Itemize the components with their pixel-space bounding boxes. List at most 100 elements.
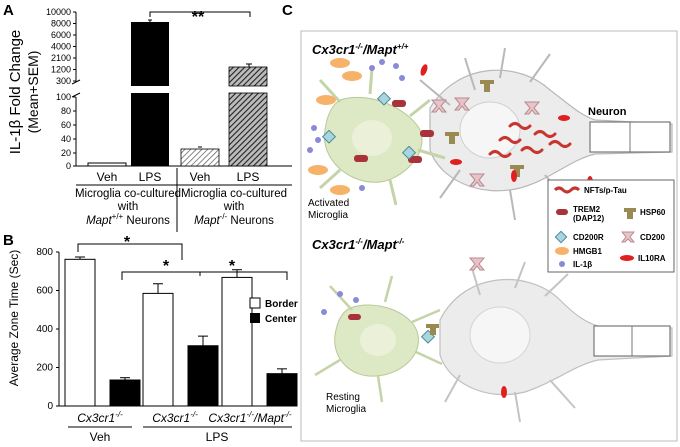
panel-a-ytick: 10000	[46, 7, 71, 17]
bottom-il1b-markers	[321, 291, 359, 315]
panel-a-bar-label-3: Veh	[190, 170, 211, 184]
hmgb1-icon	[555, 247, 569, 255]
panel-a-ytick: 80	[61, 106, 71, 116]
legend-cd200: CD200	[640, 233, 665, 242]
bar-a-lps-wt-bottom	[131, 93, 169, 166]
bar-b-border-0	[64, 258, 96, 407]
legend-hmgb1: HMGB1	[573, 247, 602, 256]
panel-c-diagram: Cx3cr1-/-/Mapt+/+ Neuron Activated Micro…	[300, 30, 678, 442]
resting-label-2: Microglia	[326, 404, 366, 415]
bar-a-veh-ko	[180, 148, 220, 167]
panel-a-ytick: 1200	[51, 65, 71, 75]
bar-b-border-1	[142, 292, 174, 407]
panel-a-ytick: 0	[66, 161, 71, 171]
bottom-il10ra-marker	[501, 386, 507, 398]
il1b-icon	[559, 261, 565, 267]
resting-microglia	[314, 275, 443, 403]
legend-border-swatch	[249, 297, 261, 309]
bottom-neuron	[439, 261, 673, 423]
panel-a-ylabel-2: (Mean+SEM)	[25, 51, 41, 134]
panel-c-label: C	[282, 2, 293, 19]
panel-a-ytick: 20	[61, 148, 71, 158]
panel-a-group2-line1: Microglia co-cultured	[181, 188, 287, 200]
panel-b-yticks: 0 200 400 600 800	[36, 247, 59, 412]
panel-a-ytick: 8000	[51, 19, 71, 29]
bar-b-center-1	[187, 345, 219, 407]
panel-b-ytick: 400	[36, 324, 53, 335]
bar-b-center-2	[266, 373, 298, 407]
legend-hsp60: HSP60	[640, 208, 666, 217]
panel-b-ylabel: Average Zone Time (Sec)	[7, 250, 21, 387]
il10ra-icon	[620, 255, 634, 261]
legend-dap12: (DAP12)	[573, 214, 604, 223]
panel-a-group1-line2: with	[117, 201, 138, 213]
cd200-icon	[620, 231, 636, 243]
top-cd200r-markers	[321, 91, 417, 160]
panel-a-bar-label-2: LPS	[139, 170, 162, 184]
activated-microglia	[318, 67, 446, 206]
panel-b-ytick: 0	[47, 401, 53, 412]
legend-trem2: TREM2	[573, 205, 601, 214]
panel-b-ytick: 200	[36, 363, 53, 374]
top-cd200-markers	[430, 97, 541, 187]
bar-a-lps-ko-top	[228, 66, 268, 87]
top-trem2-markers	[354, 100, 434, 163]
panel-c-legend	[547, 179, 675, 273]
legend-center-swatch	[250, 313, 260, 323]
activated-label-1: Activated	[308, 198, 349, 209]
top-hsp60-markers	[445, 80, 524, 177]
panel-a-group2-line3: Mapt-/- Neurons	[194, 212, 274, 227]
legend-il10ra: IL10RA	[638, 254, 666, 263]
activated-label-2: Microglia	[308, 210, 348, 221]
neuron-label: Neuron	[588, 106, 627, 118]
panel-a-ytick: 40	[61, 134, 71, 144]
panel-c-bottom-title: Cx3cr1-/-/Mapt-/-	[312, 237, 405, 252]
panel-b-star-1: *	[124, 234, 131, 251]
panel-b-ytick: 800	[36, 247, 53, 258]
panel-a-ytick: 300	[56, 76, 71, 86]
panel-b-label: B	[3, 232, 14, 249]
trem2-icon	[556, 209, 568, 215]
panel-a-ylabel-1: IL-1β Fold Change	[7, 30, 24, 155]
top-il10ra-markers	[420, 64, 593, 188]
bottom-hsp60-marker	[426, 324, 439, 335]
bottom-trem2-marker	[348, 314, 361, 320]
panel-a-sig: **	[192, 9, 205, 26]
panel-b-treat-lps: LPS	[206, 430, 229, 444]
legend-border-label: Border	[265, 299, 298, 310]
panel-b-star-2: *	[163, 258, 170, 275]
panel-a-label: A	[3, 2, 14, 19]
panel-a-group1-line1: Microglia co-cultured	[75, 188, 181, 200]
bar-a-lps-wt-top	[131, 22, 169, 86]
bottom-cd200-marker	[468, 257, 486, 271]
hsp60-icon	[624, 208, 636, 219]
panel-a-ytick: 100	[56, 92, 71, 102]
bar-a-lps-ko-bottom	[228, 92, 268, 167]
legend-nft: NFTs/p-Tau	[584, 186, 627, 195]
nft-icon	[553, 186, 581, 194]
panel-a-ytick: 6000	[51, 30, 71, 40]
panel-a-bar-label-4: LPS	[237, 170, 260, 184]
panel-a-lower-ticks: 100 80 60 40 20 0	[56, 92, 76, 171]
legend-cd200r: CD200R	[573, 233, 604, 242]
panel-b-group-2: Cx3cr1-/-	[152, 410, 198, 425]
panel-a-ytick: 60	[61, 120, 71, 130]
panel-b-group-1: Cx3cr1-/-	[77, 410, 123, 425]
panel-a-bar-label-1: Veh	[97, 170, 118, 184]
legend-il1b: IL-1β	[573, 260, 592, 269]
panel-b-group-3: Cx3cr1-/-/Mapt-/-	[208, 410, 291, 425]
panel-c-top-title: Cx3cr1-/-/Mapt+/+	[312, 42, 409, 57]
panel-b-ytick: 600	[36, 286, 53, 297]
panel-b-treat-veh: Veh	[90, 430, 111, 444]
bar-a-veh-wt	[87, 162, 127, 167]
bar-b-border-2	[221, 276, 253, 407]
legend-center-label: Center	[265, 314, 297, 325]
panel-a-group2-line2: with	[223, 201, 244, 213]
panel-a-ytick: 2100	[51, 53, 71, 63]
panel-b-bars	[64, 256, 298, 407]
panel-a-chart: IL-1β Fold Change (Mean+SEM) 10000800060…	[7, 7, 292, 232]
top-hmgb1-markers	[308, 58, 362, 195]
top-il1b-markers	[307, 59, 405, 191]
